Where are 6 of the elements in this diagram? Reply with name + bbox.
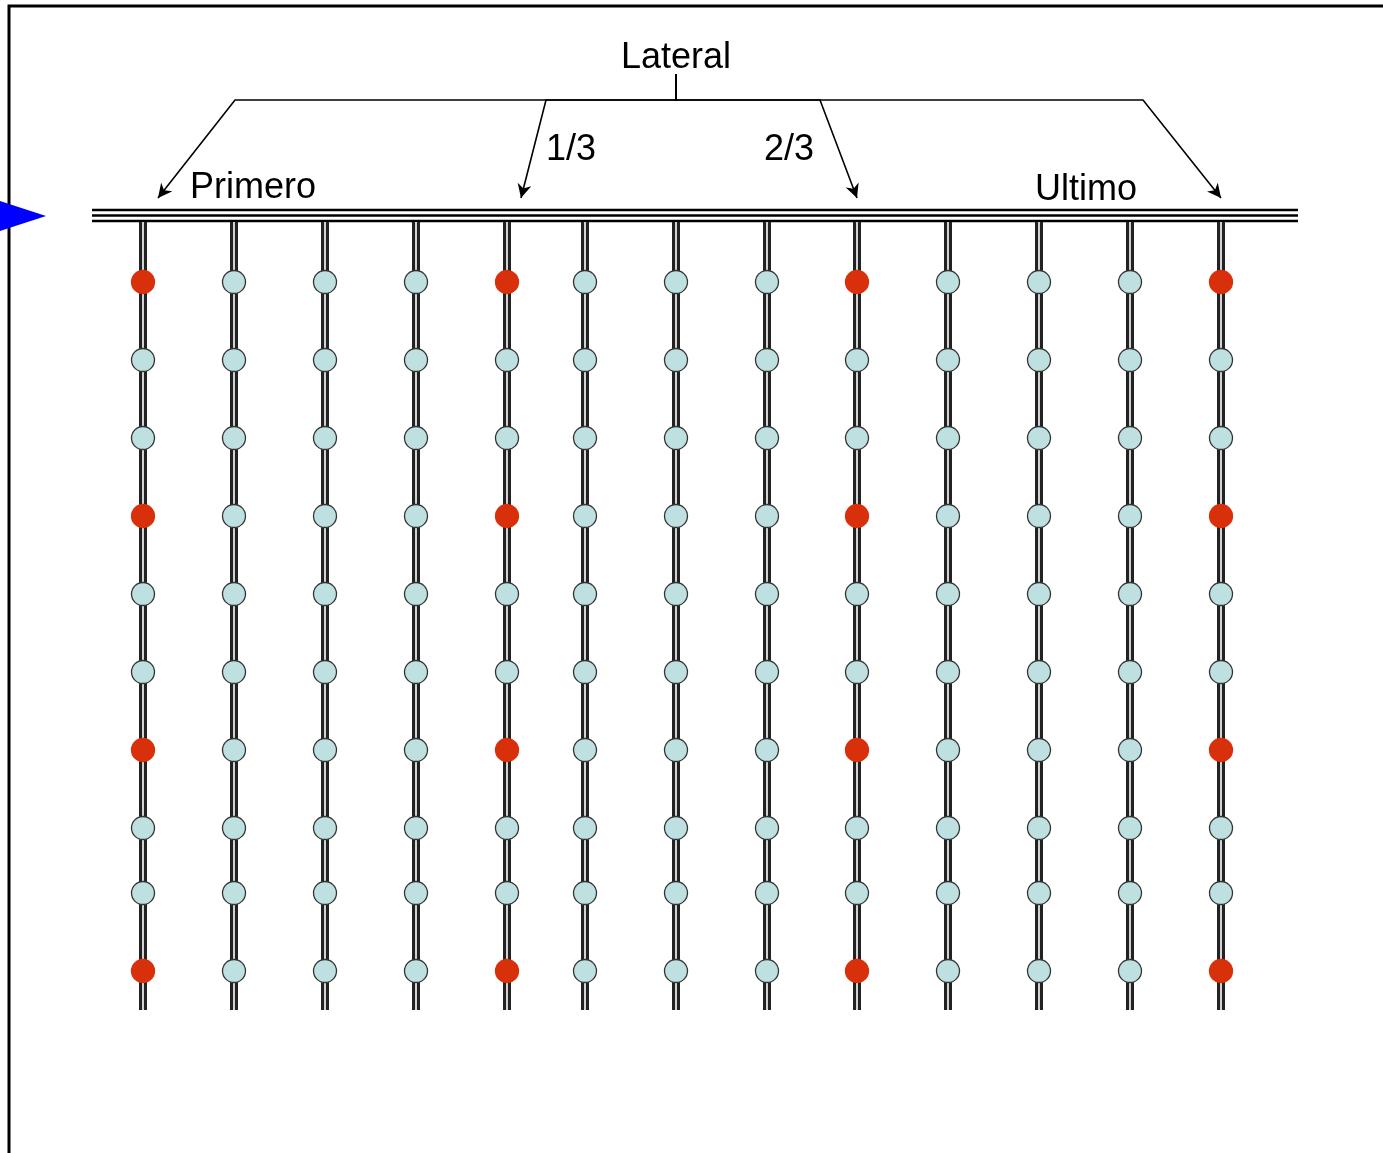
lateral-position-label: 1/3 (546, 130, 597, 166)
lateral-position-label: 2/3 (764, 130, 815, 166)
leader-line (675, 73, 1222, 199)
lateral-label: Lateral (576, 38, 776, 74)
lateral-position-label: Ultimo (1035, 170, 1137, 206)
lateral-position-label: Primero (190, 168, 317, 204)
